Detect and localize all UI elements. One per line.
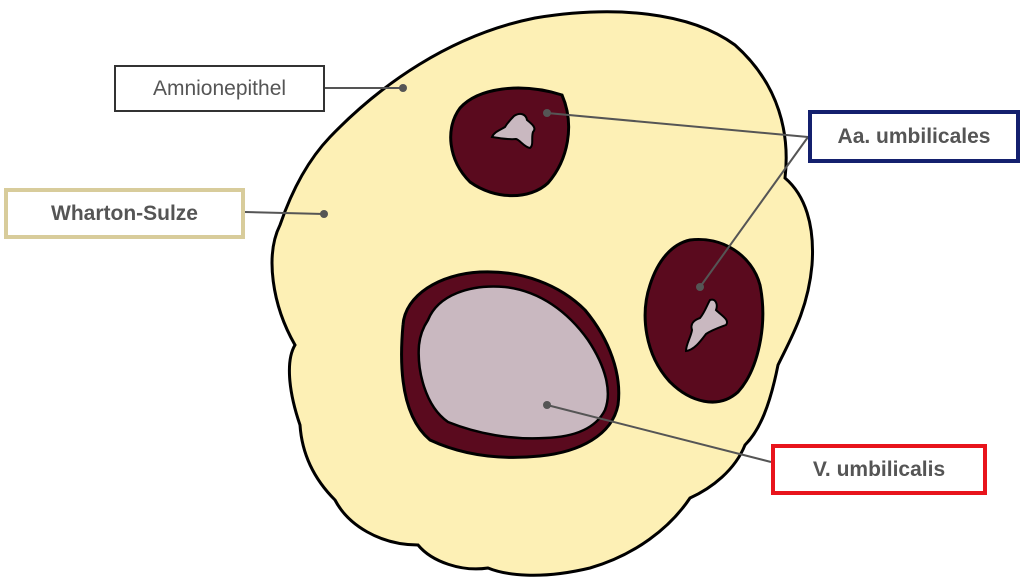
vein-label: V. umbilicalis <box>771 444 987 495</box>
leader-dot-amnion <box>399 84 407 92</box>
leader-lines <box>244 87 809 463</box>
wharton-label: Wharton-Sulze <box>4 188 245 239</box>
leader-dot-artery-right <box>696 283 704 291</box>
leader-line-artery-right <box>699 136 809 288</box>
arteries-label: Aa. umbilicales <box>808 110 1020 163</box>
leader-dot-wharton <box>320 210 328 218</box>
leader-dot-vein <box>543 401 551 409</box>
umbilical-artery-top <box>449 86 570 198</box>
amnion-label: Amnionepithel <box>114 65 325 112</box>
leader-dots <box>320 84 704 409</box>
umbilical-vein-lumen <box>417 285 610 440</box>
leader-dot-artery-top <box>543 109 551 117</box>
leader-line-wharton <box>244 211 325 215</box>
leader-line-artery-top <box>546 112 809 138</box>
umbilical-artery-top-lumen <box>490 112 536 150</box>
leader-line-vein <box>546 404 772 463</box>
umbilical-artery-right-lumen <box>684 298 728 353</box>
